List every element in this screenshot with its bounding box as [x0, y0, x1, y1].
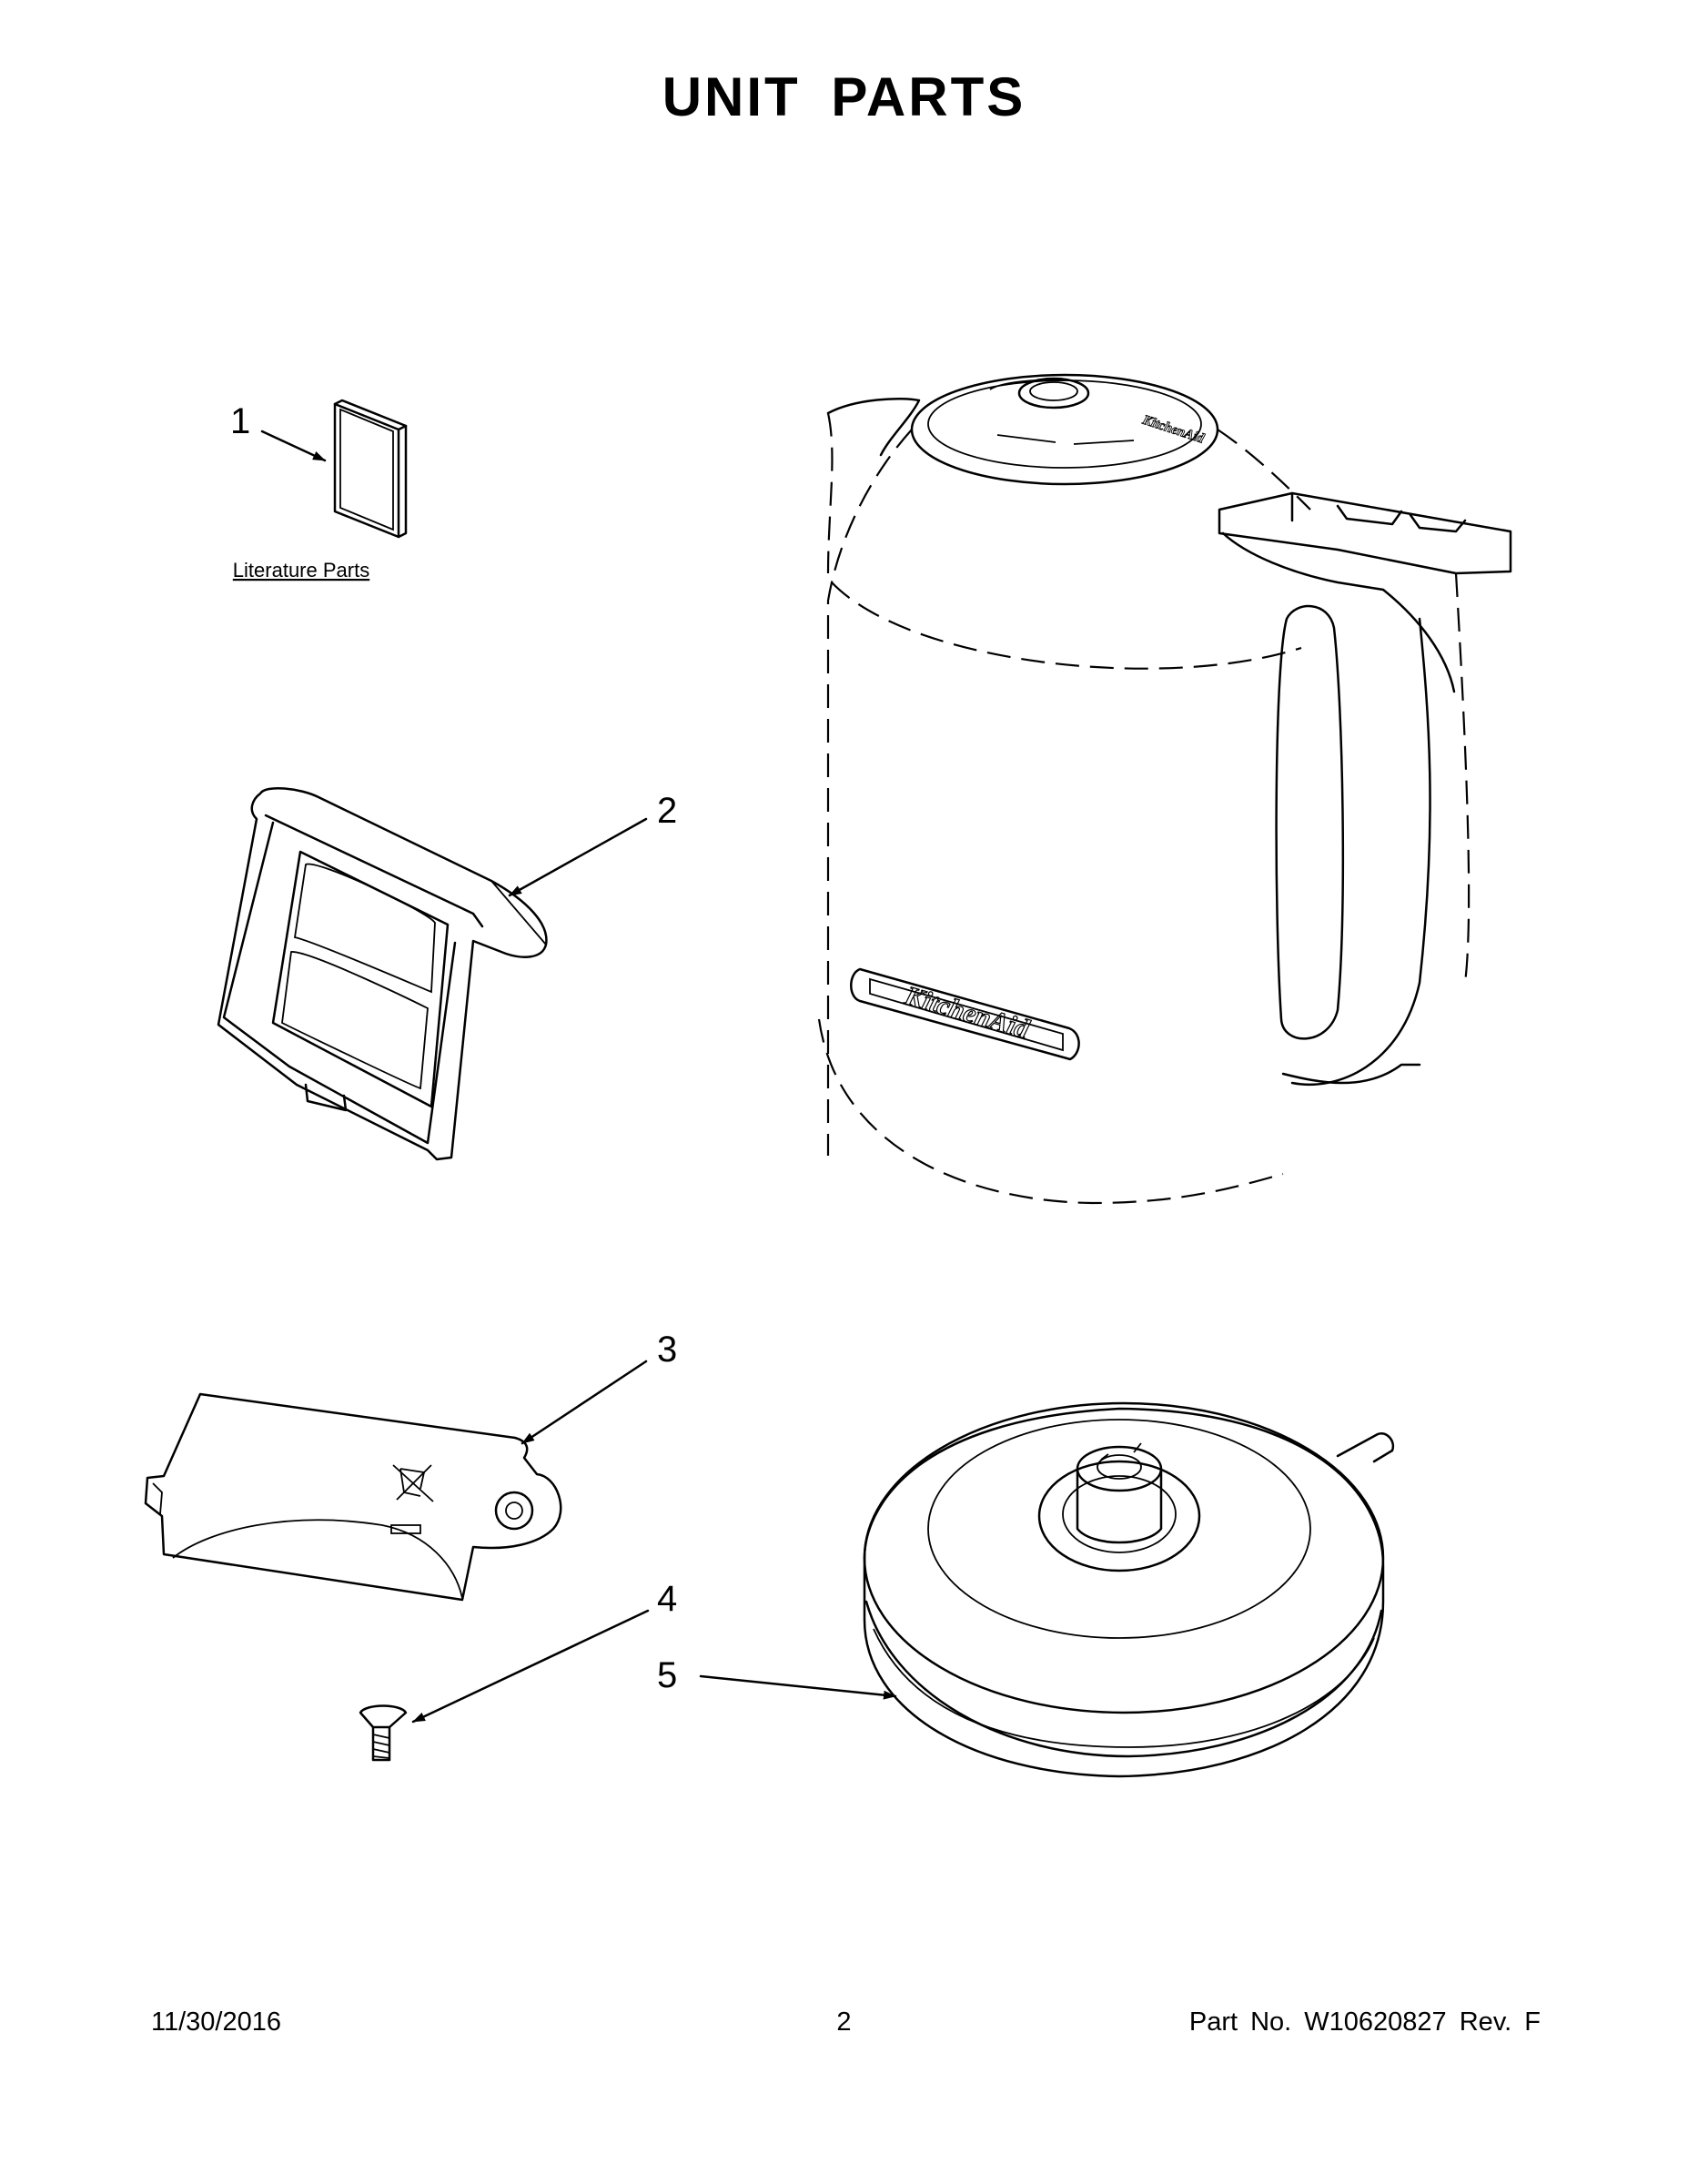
cover-plate-drawing [144, 1392, 562, 1602]
footer-part-number: Part No. W10620827 Rev. F [1188, 2007, 1541, 2037]
callout-arrow-4 [411, 1609, 650, 1724]
literature-parts-label: Literature Parts [233, 559, 369, 581]
footer-page-number: 2 [836, 2007, 852, 2037]
brand-logo-kettle: KitchenAid [901, 980, 1034, 1045]
callout-arrow-1 [260, 430, 327, 462]
callout-arrow-3 [521, 1360, 648, 1445]
callout-arrow-5 [699, 1674, 897, 1700]
power-base-drawing [863, 1401, 1395, 1778]
screw-drawing [359, 1704, 408, 1762]
callout-number-4: 4 [657, 1579, 677, 1619]
footer-date: 11/30/2016 [151, 2007, 281, 2037]
literature-booklet-drawing [333, 399, 408, 539]
kettle-drawing: KitchenAid KitchenAid [817, 373, 1512, 1205]
filter-drawing [217, 787, 548, 1161]
callout-number-5: 5 [657, 1655, 677, 1695]
page-title: UNIT PARTS [662, 66, 1026, 127]
brand-logo-lid: KitchenAid [1140, 412, 1207, 446]
callout-number-2: 2 [657, 791, 677, 831]
callout-number-1: 1 [230, 401, 250, 441]
callout-number-3: 3 [657, 1330, 677, 1370]
callout-arrow-2 [508, 817, 648, 897]
